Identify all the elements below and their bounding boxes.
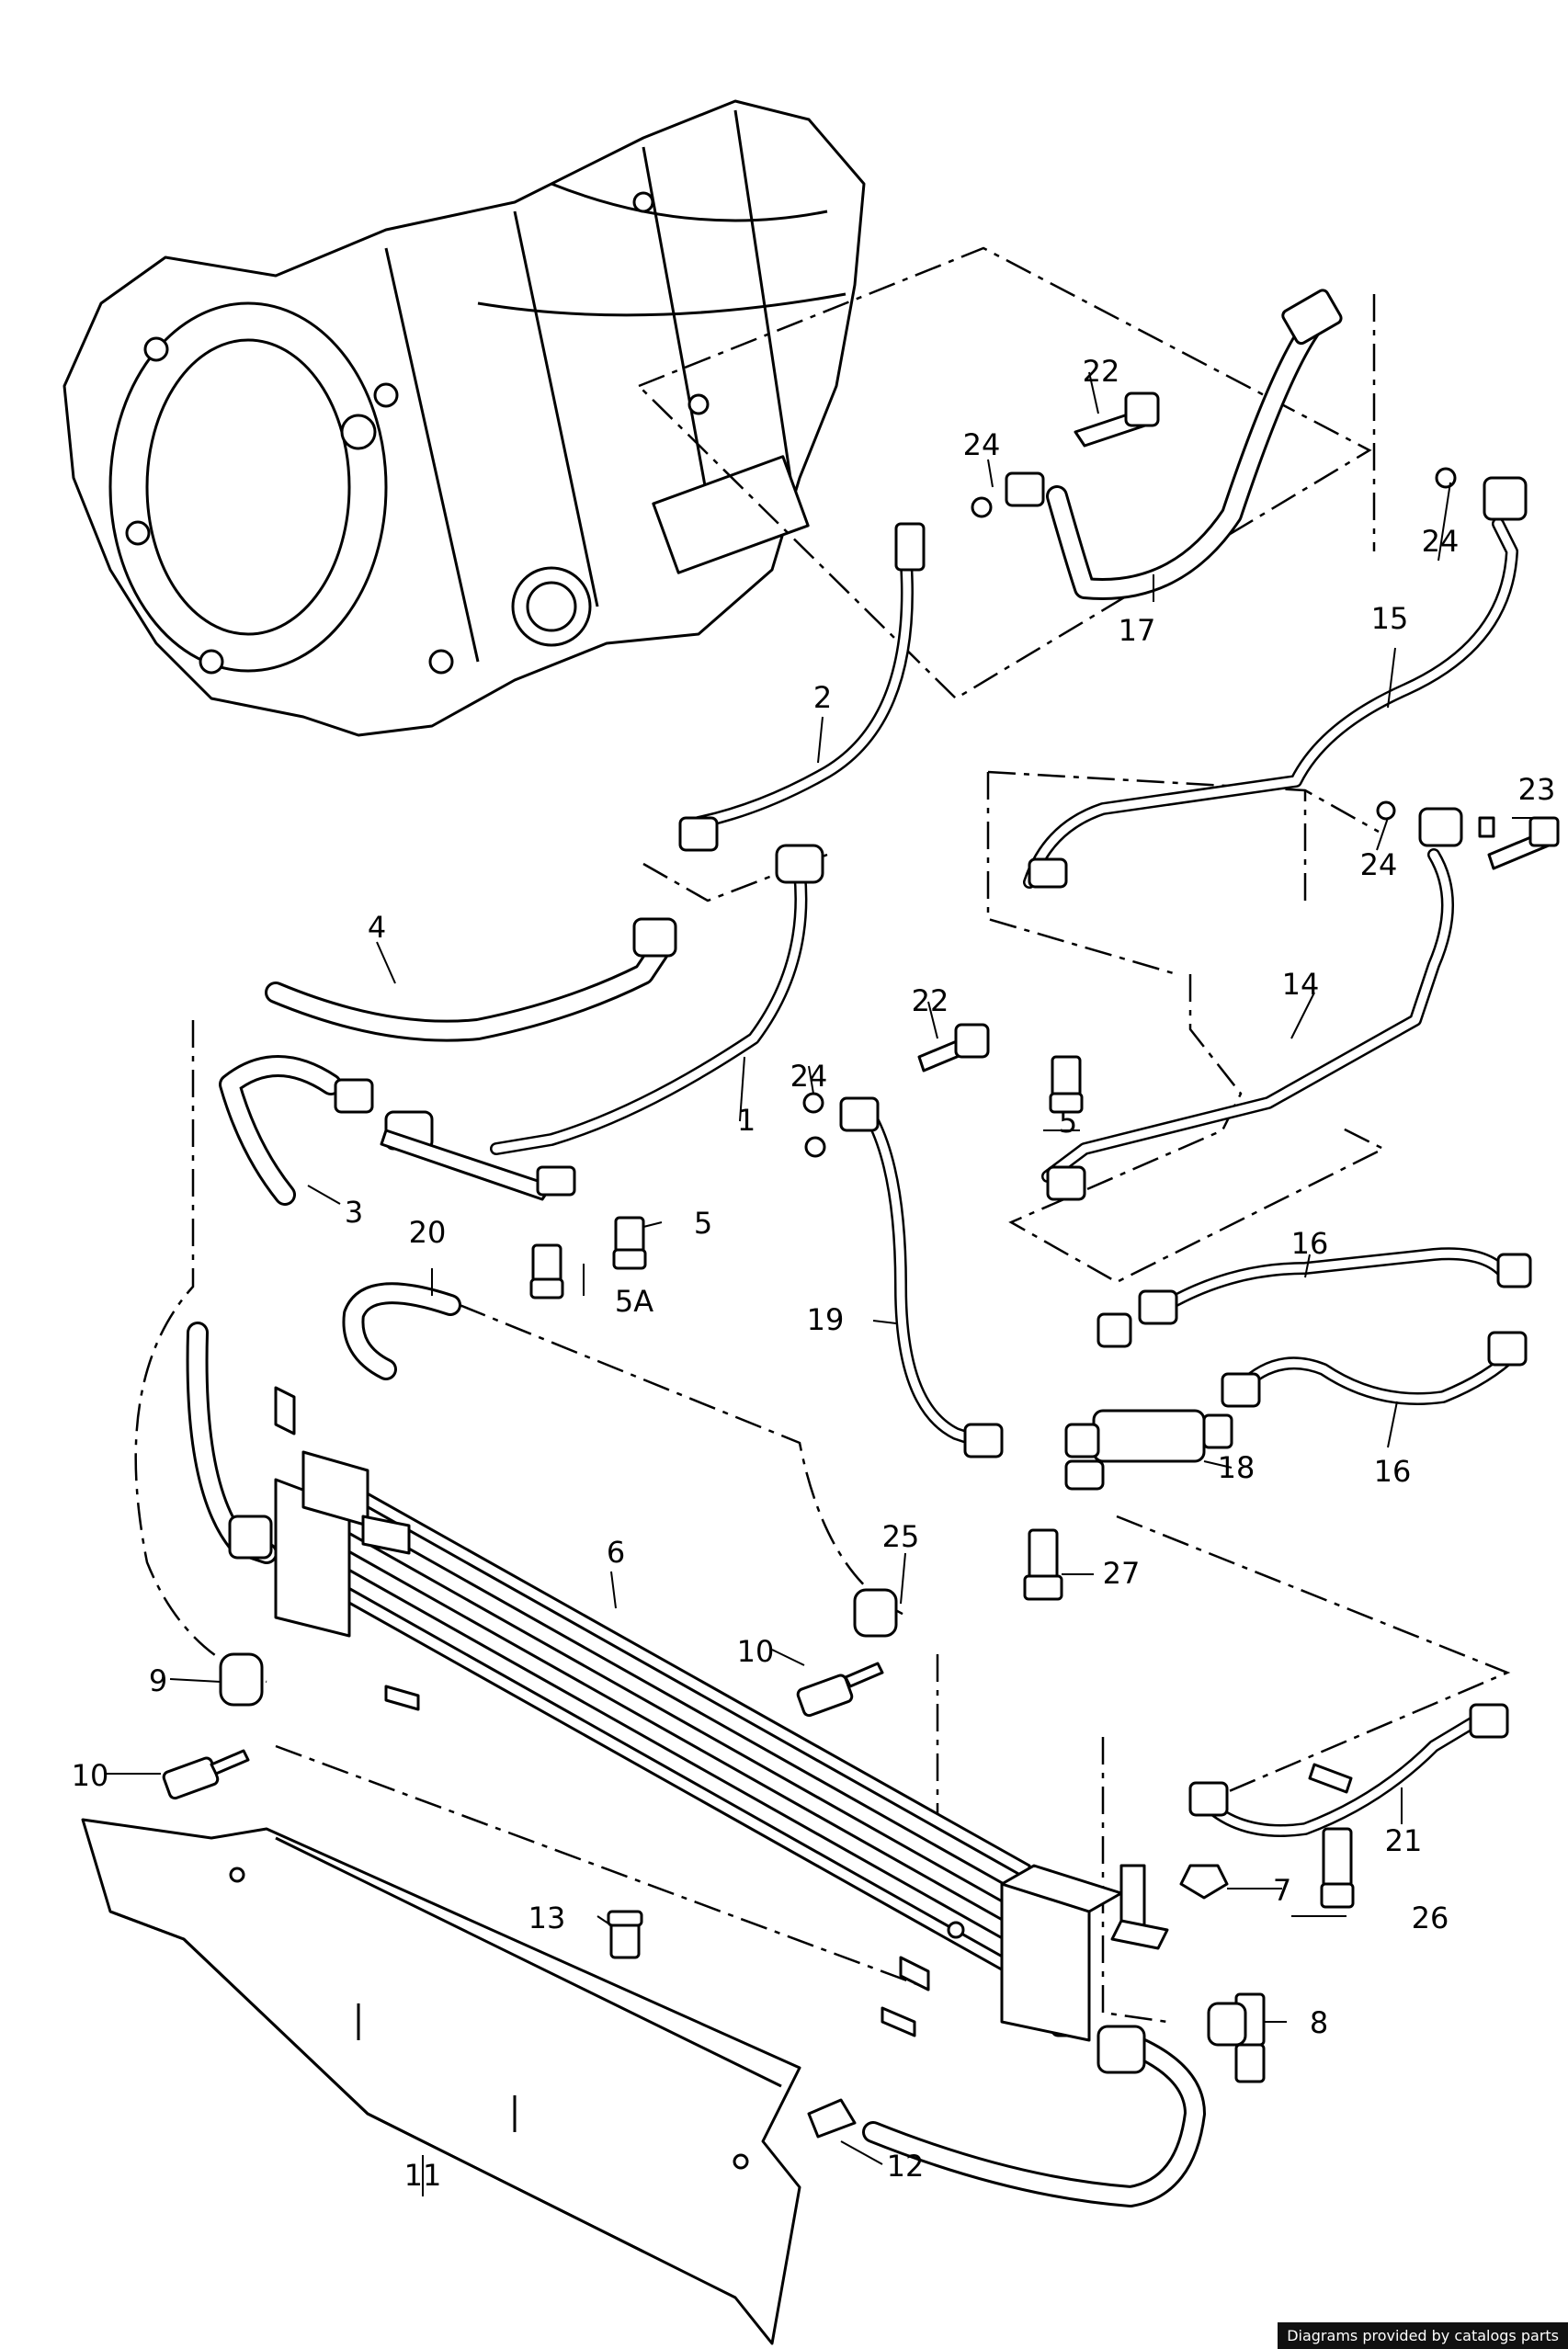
- callout-16-upper: 16: [1291, 1226, 1329, 1261]
- callout-22-mid: 22: [912, 983, 949, 1018]
- callout-10-right: 10: [737, 1634, 775, 1669]
- callout-4: 4: [368, 910, 386, 945]
- callout-19: 19: [807, 1302, 845, 1337]
- callout-25: 25: [882, 1519, 920, 1554]
- callout-16-lower: 16: [1374, 1454, 1412, 1489]
- callout-21: 21: [1385, 1823, 1423, 1858]
- callout-1: 1: [737, 1103, 756, 1138]
- callout-22-top: 22: [1083, 354, 1120, 389]
- callout-9: 9: [149, 1663, 167, 1698]
- assembly-outline-lines: [134, 246, 1511, 2178]
- callout-5-left: 5: [694, 1206, 712, 1241]
- callout-10-left: 10: [72, 1758, 109, 1793]
- callout-2: 2: [813, 680, 832, 715]
- callout-8: 7: [1273, 1873, 1291, 1908]
- leader-lines: [106, 371, 1544, 2196]
- callout-14: 14: [1282, 967, 1320, 1002]
- air-duct: [81, 1818, 801, 2345]
- callout-24-mid: 24: [1360, 847, 1398, 882]
- callout-5A: 5A: [615, 1284, 653, 1319]
- callout-12: 12: [887, 2149, 925, 2184]
- callout-24-right: 24: [1422, 524, 1460, 559]
- callout-11: 11: [404, 2158, 442, 2193]
- callout-13: 13: [528, 1901, 566, 1935]
- callout-24-top: 24: [963, 427, 1001, 462]
- hoses-and-pipes: [186, 301, 1523, 2207]
- callout-24-left: 24: [790, 1059, 828, 1094]
- callout-15: 15: [1371, 601, 1409, 636]
- callout-20: 20: [409, 1215, 447, 1250]
- callout-27: 27: [1103, 1556, 1141, 1591]
- oil-cooler: [274, 1386, 1123, 2042]
- callout-labels: 17 22 24 24 15 2 23 24 4 22 14 24 1 5 3 …: [72, 354, 1556, 2193]
- callout-23: 23: [1518, 772, 1556, 807]
- fittings-and-fasteners: [162, 289, 1560, 2139]
- transmission-housing: [62, 99, 866, 737]
- diagram-credit: Diagrams provided by catalogs parts: [1278, 2322, 1568, 2349]
- callout-3: 3: [345, 1195, 363, 1230]
- callout-7: 8: [1310, 2005, 1328, 2040]
- callout-26: 26: [1412, 1901, 1449, 1935]
- callout-5-right: 5: [1059, 1105, 1077, 1140]
- callout-6: 6: [607, 1535, 625, 1570]
- callout-17: 17: [1119, 613, 1156, 648]
- callout-18: 18: [1218, 1450, 1256, 1485]
